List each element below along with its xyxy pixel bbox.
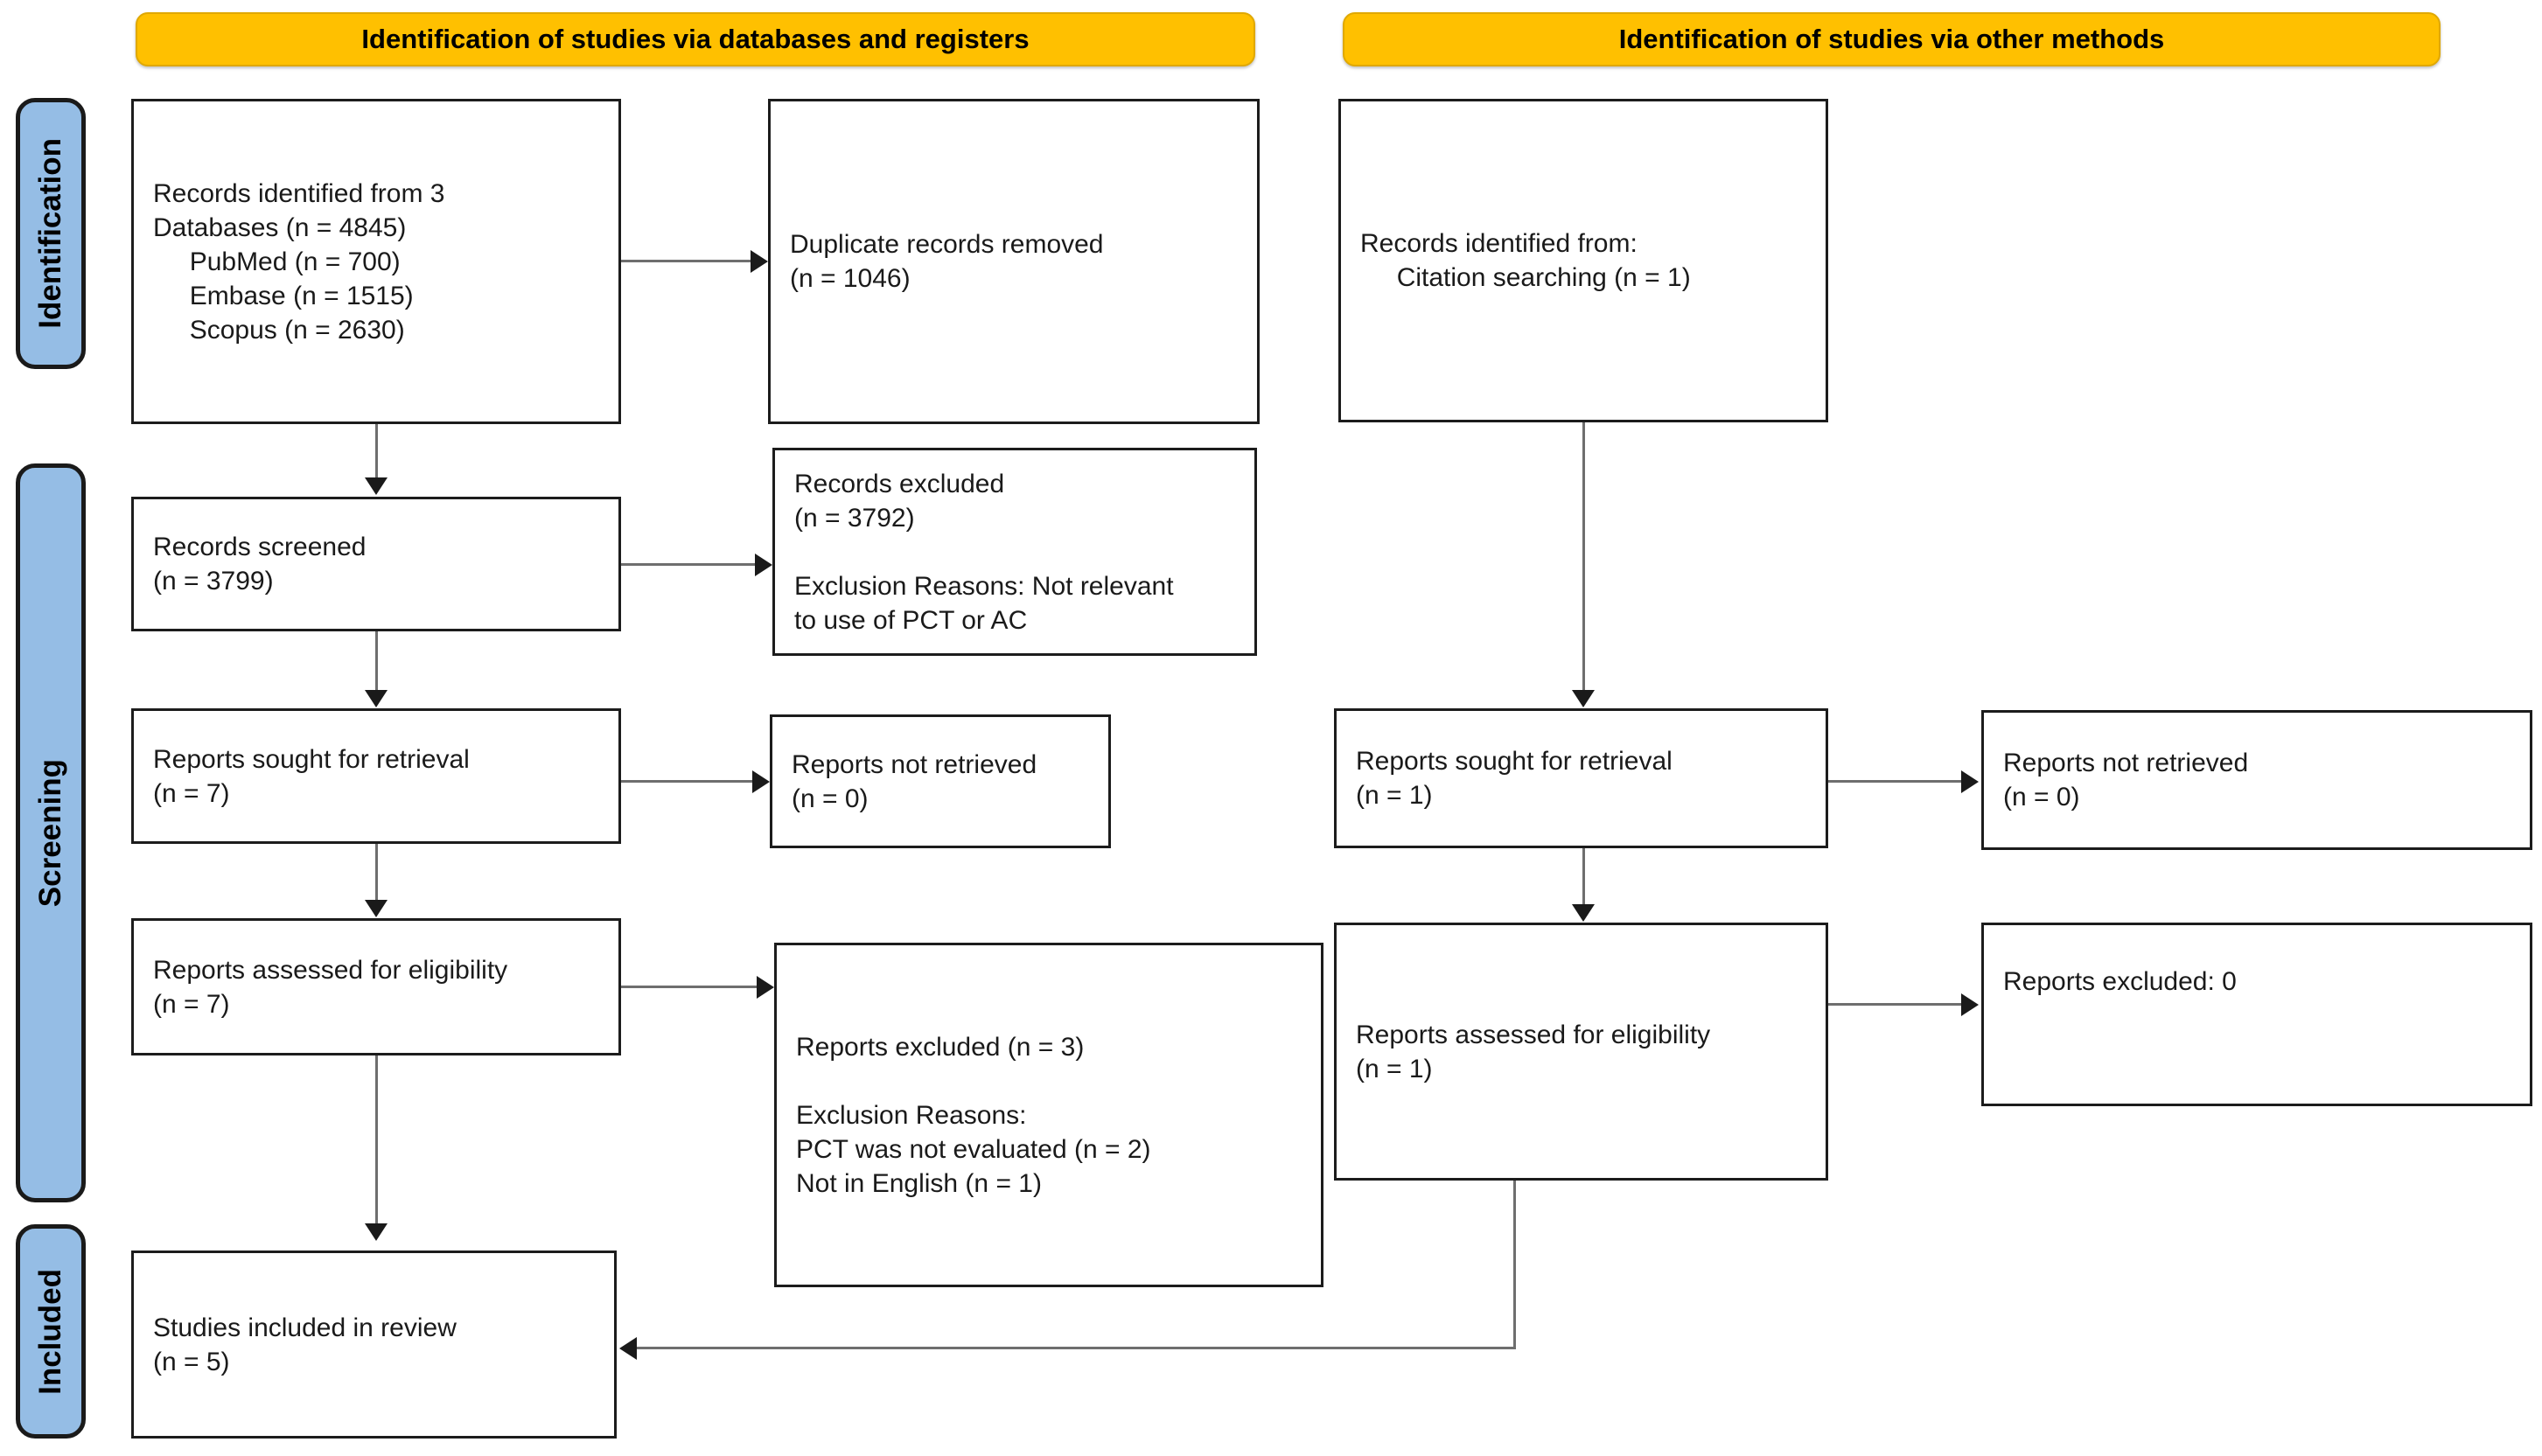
arrowhead-screened-to-excluded — [755, 554, 772, 576]
box-reports-not-retrieved-left: Reports not retrieved (n = 0) — [770, 714, 1111, 848]
arrowhead-assessed-to-included — [365, 1223, 388, 1241]
box-reports-excluded-left-text: Reports excluded (n = 3) Exclusion Reaso… — [796, 1032, 1151, 1198]
arrowhead-assessed-to-excluded-left — [757, 976, 774, 999]
arrowhead-sought-to-assessed-left — [365, 900, 388, 917]
arrowhead-assessed-to-excluded-right — [1961, 993, 1979, 1016]
connector-assessed-to-excluded-right — [1828, 1003, 1961, 1006]
box-reports-not-retrieved-right-text: Reports not retrieved (n = 0) — [2003, 749, 2249, 812]
connector-screened-to-excluded — [621, 563, 755, 566]
box-reports-assessed-eligibility-right-text: Reports assessed for eligibility (n = 1) — [1356, 1020, 1711, 1083]
stage-included: Included — [16, 1224, 86, 1439]
connector-elbow-horizontal-to-included — [637, 1347, 1516, 1349]
banner-other-methods-label: Identification of studies via other meth… — [1618, 24, 2165, 54]
box-records-identified-databases: Records identified from 3 Databases (n =… — [131, 99, 621, 424]
box-studies-included: Studies included in review (n = 5) — [131, 1250, 617, 1439]
arrowhead-sought-to-assessed-right — [1572, 904, 1595, 922]
box-records-screened-text: Records screened (n = 3799) — [153, 533, 367, 596]
connector-sought-to-assessed-right — [1582, 848, 1585, 904]
box-reports-assessed-eligibility-right: Reports assessed for eligibility (n = 1) — [1334, 923, 1828, 1181]
box-reports-not-retrieved-right: Reports not retrieved (n = 0) — [1981, 710, 2532, 850]
box-reports-assessed-eligibility-left: Reports assessed for eligibility (n = 7) — [131, 918, 621, 1055]
arrowhead-sought-to-not-retrieved-left — [752, 770, 770, 793]
box-reports-excluded-right-text: Reports excluded: 0 — [2003, 967, 2237, 996]
stage-identification-label: Identification — [33, 138, 67, 329]
connector-sought-to-assessed-left — [375, 844, 378, 900]
box-reports-sought-retrieval-left: Reports sought for retrieval (n = 7) — [131, 708, 621, 844]
connector-identified-to-duplicates — [621, 260, 751, 262]
connector-elbow-vertical-to-included — [1513, 1181, 1516, 1349]
stage-included-label: Included — [33, 1268, 67, 1395]
box-reports-sought-retrieval-right: Reports sought for retrieval (n = 1) — [1334, 708, 1828, 848]
connector-other-identified-to-sought — [1582, 422, 1585, 690]
arrowhead-identified-to-duplicates — [751, 250, 768, 273]
box-reports-assessed-eligibility-left-text: Reports assessed for eligibility (n = 7) — [153, 955, 508, 1019]
connector-sought-to-not-retrieved-right — [1828, 780, 1961, 783]
arrowhead-screened-to-sought — [365, 690, 388, 707]
box-records-identified-other-text: Records identified from: Citation search… — [1360, 229, 1691, 292]
banner-databases-registers-label: Identification of studies via databases … — [361, 24, 1030, 54]
arrowhead-sought-to-not-retrieved-right — [1961, 770, 1979, 793]
connector-assessed-to-included — [375, 1055, 378, 1223]
arrowhead-elbow-to-included — [619, 1337, 637, 1360]
box-reports-sought-retrieval-right-text: Reports sought for retrieval (n = 1) — [1356, 747, 1673, 810]
box-reports-excluded-left: Reports excluded (n = 3) Exclusion Reaso… — [774, 943, 1323, 1287]
banner-databases-registers: Identification of studies via databases … — [136, 12, 1255, 66]
stage-screening: Screening — [16, 463, 86, 1202]
box-studies-included-text: Studies included in review (n = 5) — [153, 1313, 457, 1376]
connector-screened-to-sought — [375, 631, 378, 690]
stage-screening-label: Screening — [33, 758, 67, 908]
stage-identification: Identification — [16, 98, 86, 369]
box-records-screened: Records screened (n = 3799) — [131, 497, 621, 631]
banner-other-methods: Identification of studies via other meth… — [1343, 12, 2441, 66]
connector-sought-to-not-retrieved-left — [621, 780, 752, 783]
connector-identified-to-screened — [375, 424, 378, 480]
box-records-excluded: Records excluded (n = 3792) Exclusion Re… — [772, 448, 1257, 656]
box-reports-not-retrieved-left-text: Reports not retrieved (n = 0) — [792, 749, 1037, 813]
box-records-excluded-text: Records excluded (n = 3792) Exclusion Re… — [794, 469, 1174, 635]
box-reports-sought-retrieval-left-text: Reports sought for retrieval (n = 7) — [153, 744, 470, 808]
box-records-identified-other: Records identified from: Citation search… — [1338, 99, 1828, 422]
box-reports-excluded-right: Reports excluded: 0 — [1981, 923, 2532, 1106]
box-duplicate-records-removed-text: Duplicate records removed (n = 1046) — [790, 230, 1104, 293]
box-records-identified-databases-text: Records identified from 3 Databases (n =… — [153, 178, 445, 345]
connector-assessed-to-excluded-left — [621, 986, 757, 988]
arrowhead-other-identified-to-sought — [1572, 690, 1595, 707]
box-duplicate-records-removed: Duplicate records removed (n = 1046) — [768, 99, 1260, 424]
arrowhead-identified-to-screened — [365, 477, 388, 495]
